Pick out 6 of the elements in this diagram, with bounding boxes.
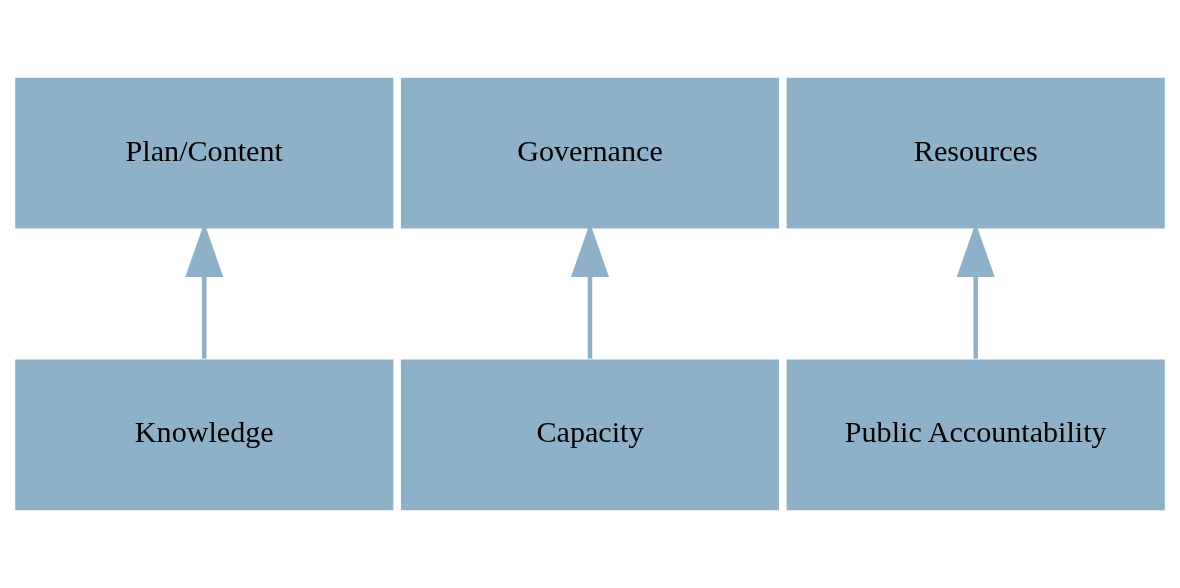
node-box: Governance <box>399 76 781 230</box>
node-box: Plan/Content <box>13 76 395 230</box>
node-box: Knowledge <box>13 358 395 512</box>
node-box: Public Accountability <box>785 358 1167 512</box>
node-box: Resources <box>785 76 1167 230</box>
node-box: Capacity <box>399 358 781 512</box>
